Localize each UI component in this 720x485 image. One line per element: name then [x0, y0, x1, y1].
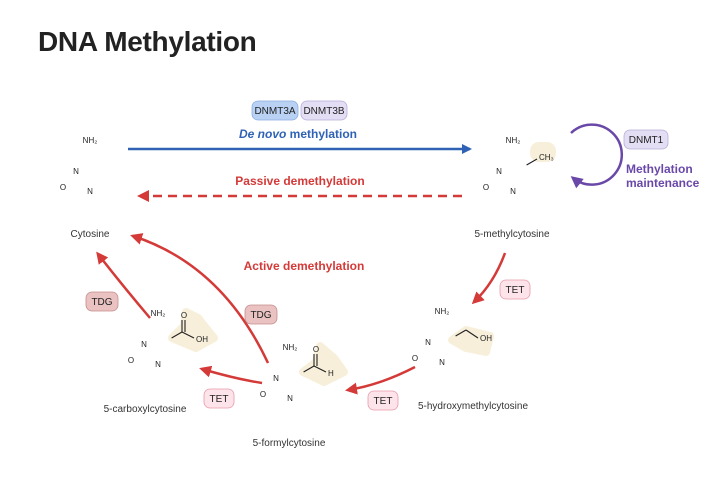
tet-pill-1: TET: [499, 279, 531, 300]
page-title: DNA Methylation: [38, 26, 257, 57]
tdg-arrow-from-cac: [96, 251, 151, 319]
atom-nh2: NH₂: [283, 343, 298, 352]
tdg-pill-1: TDG: [85, 291, 119, 312]
atom-n3: N: [141, 340, 147, 349]
svg-text:TET: TET: [506, 285, 525, 296]
formylcytosine-structure: N N O NH₂ O H: [260, 343, 334, 415]
hydroxymethylcytosine-label: 5-hydroxymethylcytosine: [418, 401, 528, 412]
cytosine-label: Cytosine: [71, 229, 110, 240]
tet-arrow-to-cac: [199, 365, 263, 385]
atom-oh: OH: [196, 335, 208, 344]
tet-pill-2: TET: [367, 390, 399, 411]
atom-o: O: [128, 356, 134, 365]
atom-n1: N: [155, 360, 161, 369]
atom-o-formyl: O: [313, 345, 319, 354]
atom-nh2: NH₂: [151, 309, 166, 318]
atom-n3: N: [73, 167, 79, 176]
tet-arrow-to-fc: [345, 365, 416, 395]
carboxylcytosine-label: 5-carboxylcytosine: [104, 404, 187, 415]
svg-text:DNMT3B: DNMT3B: [303, 106, 344, 117]
methyl-highlight: [530, 142, 556, 162]
de-novo-label: De novo methylation: [239, 127, 357, 141]
formyl-highlight: [299, 342, 348, 386]
tet-pill-3: TET: [203, 388, 235, 409]
atom-oh: OH: [480, 334, 492, 343]
atom-n1: N: [510, 187, 516, 196]
atom-nh2: NH₂: [506, 136, 521, 145]
atom-n1: N: [287, 394, 293, 403]
atom-o-carboxyl: O: [181, 311, 187, 320]
dnmt3b-pill: DNMT3B: [300, 100, 348, 121]
atom-o: O: [412, 354, 418, 363]
atom-nh2: NH₂: [83, 136, 98, 145]
atom-n3: N: [496, 167, 502, 176]
svg-text:TET: TET: [210, 394, 229, 405]
svg-text:TDG: TDG: [250, 310, 271, 321]
methylcytosine-structure: N N O NH₂ CH₃: [483, 136, 554, 208]
formylcytosine-label: 5-formylcytosine: [253, 438, 326, 449]
atom-o: O: [483, 183, 489, 192]
svg-text:DNMT1: DNMT1: [629, 135, 664, 146]
svg-text:DNMT3A: DNMT3A: [254, 106, 295, 117]
active-demethylation-label: Active demethylation: [244, 259, 365, 273]
tdg-pill-2: TDG: [244, 304, 278, 325]
tdg-arrow-from-fc: [130, 233, 270, 364]
atom-n3: N: [425, 338, 431, 347]
atom-o: O: [260, 390, 266, 399]
carboxylcytosine-structure: N N O NH₂ O OH: [128, 309, 208, 381]
atom-n1: N: [87, 187, 93, 196]
atom-n1: N: [439, 358, 445, 367]
svg-text:TET: TET: [374, 396, 393, 407]
passive-demethylation-label: Passive demethylation: [235, 174, 364, 188]
dnmt1-pill: DNMT1: [623, 129, 669, 150]
atom-h: H: [328, 369, 334, 378]
hydroxymethylcytosine-structure: N N O NH₂ OH: [412, 307, 492, 379]
tet-arrow-to-hmc: [471, 252, 507, 305]
methylcytosine-label: 5-methylcytosine: [474, 229, 549, 240]
svg-text:TDG: TDG: [91, 297, 112, 308]
cytosine-structure: N N O NH₂: [60, 136, 104, 208]
carboxyl-highlight: [168, 308, 218, 352]
atom-n3: N: [273, 374, 279, 383]
atom-ch3: CH₃: [539, 153, 554, 162]
atom-o: O: [60, 183, 66, 192]
dnmt3a-pill: DNMT3A: [251, 100, 299, 121]
atom-nh2: NH₂: [435, 307, 450, 316]
maintenance-loop-arrow: [570, 123, 624, 189]
